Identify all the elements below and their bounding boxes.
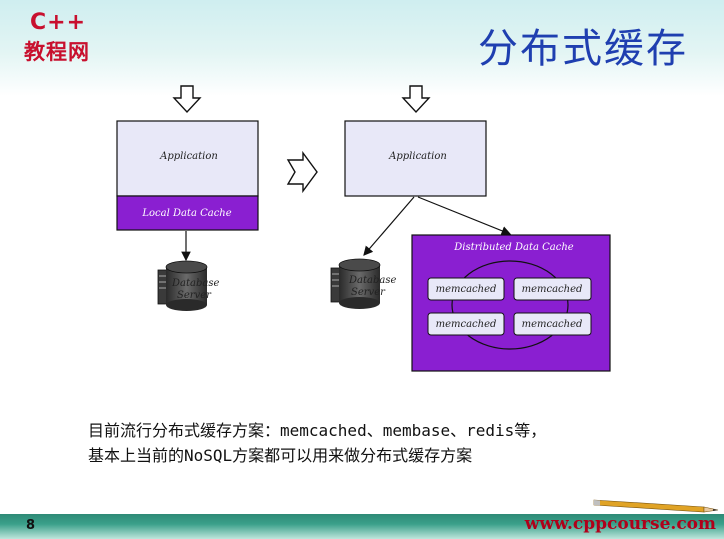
memcached-node: memcached [427, 277, 505, 301]
site-url-link[interactable]: www.cppcourse.com [524, 514, 716, 534]
cache-ring [451, 260, 569, 350]
logo-text-bottom: 教程网 [24, 40, 90, 64]
right-application-label: Application [388, 151, 447, 162]
body-line-1: 目前流行分布式缓存方案：memcached、membase、redis等， [88, 421, 547, 440]
left-local-cache-box [116, 195, 259, 231]
memcached-node: memcached [427, 312, 505, 336]
logo-text-top: C++ [30, 10, 87, 35]
right-database-label-line1: Database [348, 275, 396, 286]
memcached-node-label: memcached [436, 319, 497, 330]
input-arrow-left-icon [172, 85, 202, 114]
memcached-node: memcached [513, 312, 592, 336]
header-band [0, 0, 724, 96]
slide-body-text: 目前流行分布式缓存方案：memcached、membase、redis等， 基本… [88, 418, 688, 468]
page-number: 8 [26, 518, 36, 533]
slide-title: 分布式缓存 [478, 26, 688, 72]
distributed-cache-box [411, 234, 611, 372]
transition-arrow-icon [286, 150, 318, 194]
left-database-icon [157, 260, 208, 311]
distributed-cache-title: Distributed Data Cache [453, 242, 573, 253]
right-database-label-line2: Server [351, 287, 386, 298]
left-application-box [116, 120, 259, 197]
right-database-icon [330, 258, 381, 309]
left-application-label: Application [159, 151, 218, 162]
memcached-node-label: memcached [522, 284, 583, 295]
app-to-db-arrow [363, 196, 415, 256]
site-logo: C++ 教程网 [24, 8, 104, 68]
right-application-box [344, 120, 487, 197]
left-database-label-line1: Database [171, 278, 219, 289]
memcached-node-label: memcached [436, 284, 497, 295]
left-local-cache-label: Local Data Cache [141, 208, 231, 219]
left-database-label-line2: Server [177, 290, 212, 301]
pencil-icon [593, 499, 719, 513]
memcached-node-label: memcached [522, 319, 583, 330]
input-arrow-right-icon [401, 85, 431, 114]
memcached-node: memcached [513, 277, 592, 301]
body-line-2: 基本上当前的NoSQL方案都可以用来做分布式缓存方案 [88, 446, 473, 465]
app-to-distributed-cache-arrow [417, 196, 512, 236]
footer-bar [0, 514, 724, 539]
